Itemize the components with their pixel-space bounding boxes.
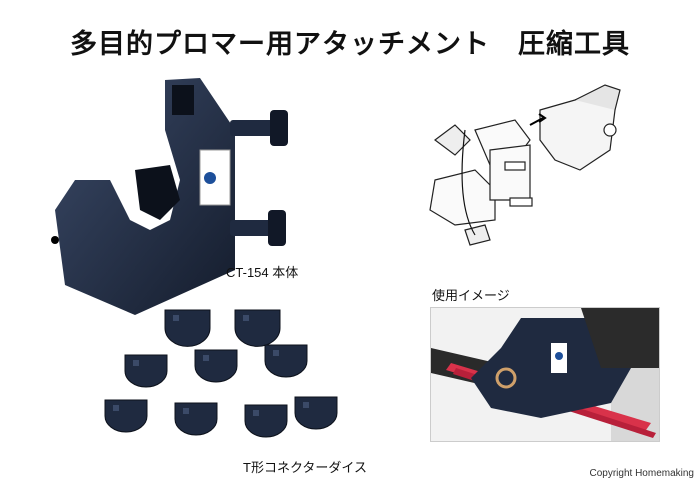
main-tool-caption: CT-154 本体 [226,265,299,280]
copyright-text: Copyright Homemaking [589,468,695,479]
diagram-icon [429,84,621,246]
die-icon [104,309,338,438]
usage-caption: 使用イメージ [432,288,510,303]
usage-photo [430,307,660,442]
dies-image [95,305,345,455]
usage-diagram [415,70,635,270]
page-title: 多目的プロマー用アタッチメント 圧縮工具 [70,29,630,60]
main-tool-image [40,70,305,320]
cable-icon [431,308,659,441]
tool-icon [51,78,288,315]
dies-caption: T形コネクターダイス [243,460,368,475]
